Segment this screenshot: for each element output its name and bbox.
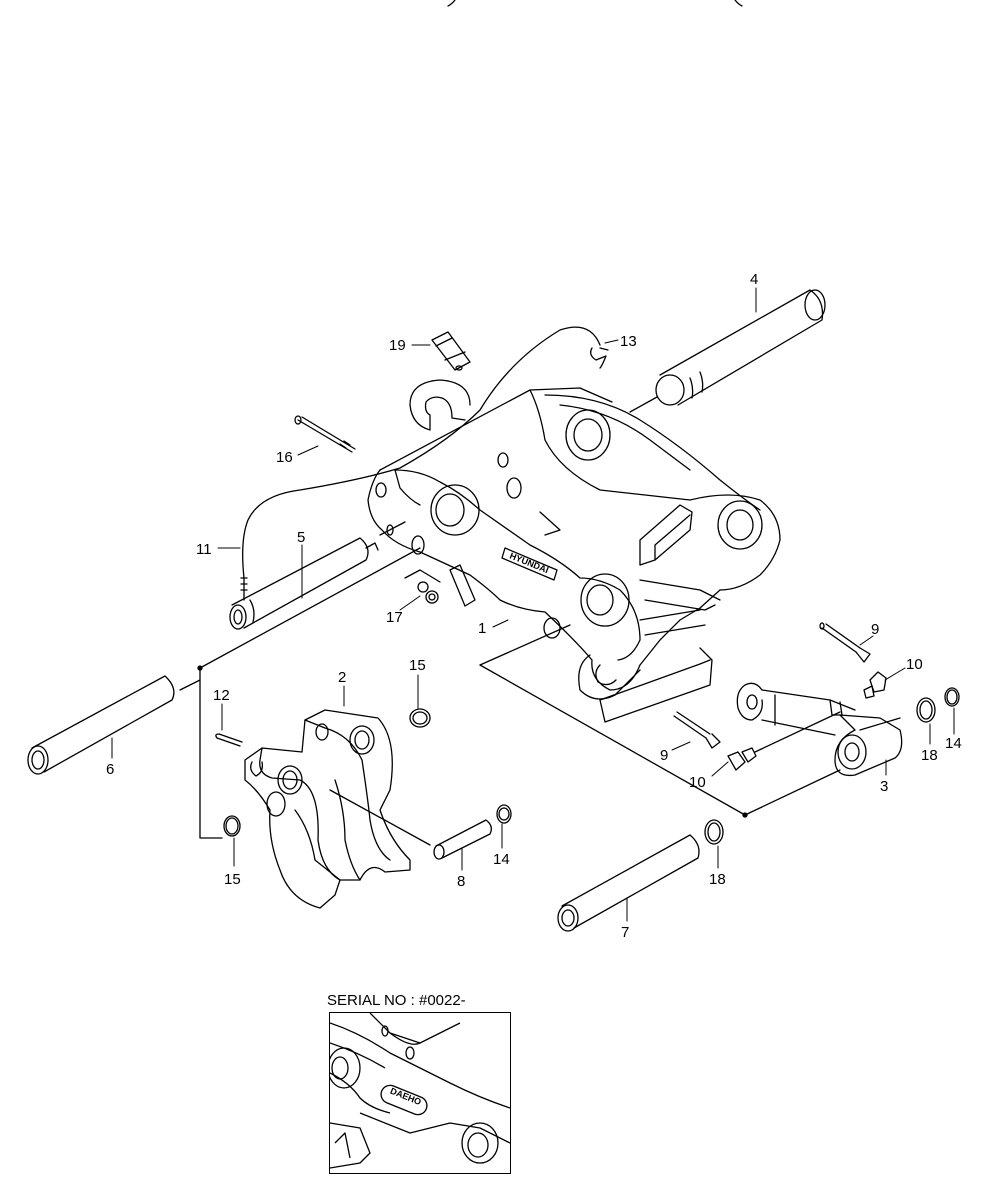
callout-7: 7 [621, 924, 629, 941]
callout-18-lower: 18 [709, 871, 726, 888]
callout-2: 2 [338, 669, 346, 686]
ring-part-18-lower-inner [707, 822, 721, 842]
bracket-part-19 [431, 331, 471, 371]
cylinder-part-3 [736, 682, 903, 777]
inset-drawing: DAEHO [330, 1013, 510, 1169]
callout-9-upper: 9 [871, 621, 879, 638]
leader-lines [111, 287, 955, 922]
callout-18-right: 18 [921, 747, 938, 764]
fitting-part-9-upper [819, 622, 871, 663]
callout-17: 17 [386, 609, 403, 626]
callout-11: 11 [196, 541, 212, 558]
header-fragment-left [447, 0, 456, 7]
ring-part-15-upper-inner [412, 711, 428, 725]
callout-5: 5 [297, 529, 305, 546]
ring-part-18-right [916, 697, 936, 723]
assembly-line-6-down [199, 667, 223, 839]
pin-part-6 [27, 675, 201, 775]
callout-10-upper: 10 [906, 656, 923, 673]
callout-8: 8 [457, 873, 465, 890]
ring-part-14-left [496, 804, 512, 824]
clip-part-13 [590, 347, 609, 369]
nut-part-17 [404, 569, 441, 604]
coupler-body-part-1: HYUNDAI [367, 379, 781, 723]
callout-14-right: 14 [945, 735, 962, 752]
pin-part-4 [629, 289, 826, 413]
assembly-line-1 [479, 624, 571, 666]
header-fragment-right [734, 0, 743, 7]
assembly-line-7-right [744, 769, 841, 816]
callout-3: 3 [880, 778, 888, 795]
callout-10-lower: 10 [689, 774, 706, 791]
callout-9-lower: 9 [660, 747, 668, 764]
assembly-line-7 [479, 664, 746, 816]
fitting-part-10-upper [863, 671, 887, 699]
hose-line [754, 711, 841, 753]
callout-13: 13 [620, 333, 637, 350]
callout-12: 12 [213, 687, 230, 704]
ring-part-14-left-inner [498, 807, 510, 821]
serial-number-note: SERIAL NO : #0022- [327, 992, 466, 1009]
ring-part-14-right [944, 687, 960, 707]
callout-19: 19 [389, 337, 406, 354]
hook-plate-part-2 [244, 709, 411, 909]
callout-4: 4 [750, 271, 758, 288]
ring-part-18-right-inner [919, 700, 933, 720]
wire-crimp [240, 577, 248, 591]
bolt-part-16 [294, 415, 356, 453]
pin-part-5 [229, 521, 406, 630]
ring-part-14-right-inner [946, 689, 958, 705]
screw-part-12 [215, 733, 243, 747]
wire-rope-part-11 [242, 326, 601, 601]
callout-1: 1 [478, 620, 486, 637]
callout-6: 6 [106, 761, 114, 778]
fitting-part-9-lower [673, 711, 721, 749]
ring-part-18-lower [704, 819, 724, 845]
inset-detail: DAEHO [329, 1012, 511, 1174]
pin-part-7 [557, 834, 700, 932]
inset-logo-daeho: DAEHO [389, 1086, 423, 1107]
callout-16: 16 [276, 449, 293, 466]
ring-part-15-lower-inner [225, 817, 239, 835]
callout-15-lower: 15 [224, 871, 241, 888]
joint-dot-left [197, 665, 203, 671]
fitting-part-10-lower [727, 747, 757, 771]
spacer-tube [449, 564, 476, 607]
callout-15-upper: 15 [409, 657, 426, 674]
pin-part-8 [329, 789, 492, 860]
ring-part-15-lower [223, 815, 241, 837]
joint-dot [742, 812, 748, 818]
callout-14-left: 14 [493, 851, 510, 868]
ring-part-15-upper [409, 708, 431, 728]
assembly-line-6 [199, 547, 421, 669]
